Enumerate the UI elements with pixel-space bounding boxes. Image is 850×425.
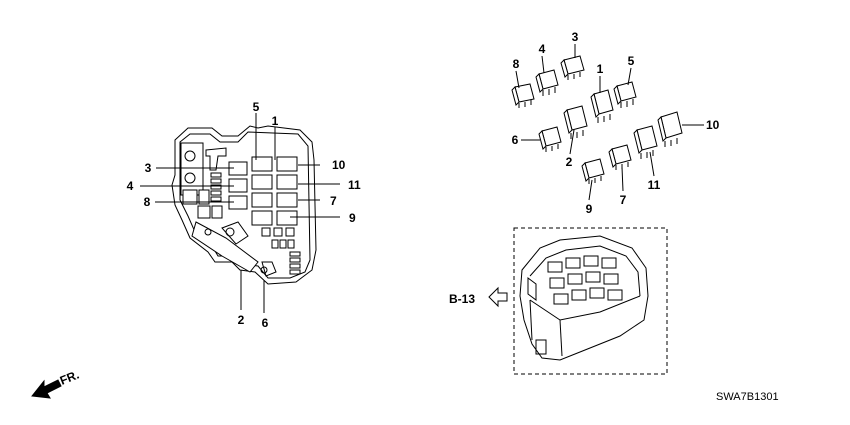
cross-reference-label: B-13 — [449, 292, 475, 306]
relay-callout-2: 2 — [566, 155, 573, 169]
cross-reference: B-13 — [449, 286, 508, 308]
relay-7 — [608, 144, 632, 170]
relay-callouts: 3 4 8 1 5 10 6 2 11 7 9 — [512, 30, 720, 216]
relay-callout-3: 3 — [572, 30, 579, 44]
box-callout-9: 9 — [349, 211, 356, 225]
box-callout-5: 5 — [253, 100, 260, 114]
box-leader-lines — [140, 113, 340, 313]
box-callout-6: 6 — [262, 316, 269, 330]
relay-callout-4: 4 — [539, 42, 546, 56]
relay-callout-9: 9 — [586, 202, 593, 216]
relay-leader-lines — [515, 44, 704, 201]
relay-callout-1: 1 — [597, 62, 604, 76]
box-callout-2: 2 — [238, 313, 245, 327]
box-callout-10: 10 — [332, 158, 346, 172]
relay-1 — [590, 89, 614, 123]
box-callout-8: 8 — [144, 195, 151, 209]
relay-10 — [657, 111, 683, 147]
front-arrow-icon — [31, 379, 62, 399]
relay-6 — [538, 126, 562, 152]
relay-callout-10: 10 — [706, 118, 720, 132]
relay-8 — [511, 83, 535, 108]
cross-reference-arrow-icon — [488, 286, 508, 308]
relay-parts — [511, 55, 683, 184]
relay-11 — [633, 125, 658, 159]
relay-box-drawing — [171, 125, 317, 285]
reference-dashed-frame — [513, 227, 668, 375]
box-callout-11: 11 — [348, 178, 361, 192]
relay-callout-5: 5 — [628, 54, 635, 68]
relay-callout-8: 8 — [513, 57, 520, 71]
front-indicator-label: FR. — [58, 368, 81, 388]
relay-3 — [560, 55, 585, 80]
front-indicator: FR. — [31, 368, 81, 399]
relay-2 — [563, 105, 588, 139]
relay-callout-11: 11 — [648, 178, 661, 192]
box-callout-4: 4 — [127, 179, 134, 193]
relay-callout-7: 7 — [620, 193, 627, 207]
relay-callout-6: 6 — [512, 133, 519, 147]
relay-5 — [613, 81, 637, 108]
relay-4 — [535, 69, 559, 96]
box-callout-7: 7 — [330, 194, 337, 208]
relay-9 — [581, 158, 605, 184]
reference-box — [513, 227, 668, 375]
box-callouts: 5 1 3 10 4 11 8 7 9 2 6 — [127, 100, 361, 330]
reference-code: SWA7B1301 — [716, 391, 779, 403]
box-callout-3: 3 — [145, 161, 152, 175]
box-callout-1: 1 — [272, 114, 279, 128]
